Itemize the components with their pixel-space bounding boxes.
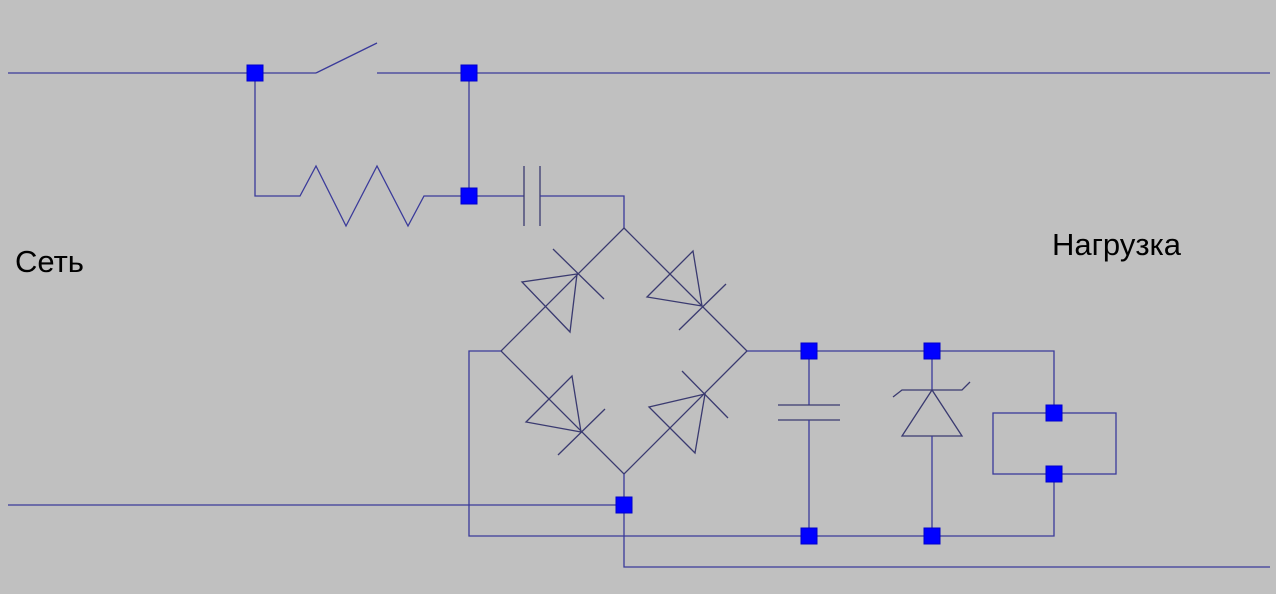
diode-cathode [552, 248, 605, 300]
wire [623, 474, 1270, 568]
diode-icon [524, 374, 582, 433]
wire [540, 195, 625, 228]
junction [615, 496, 633, 514]
diode-icon [647, 393, 706, 455]
diode-bridge [500, 227, 748, 475]
load [992, 412, 1117, 475]
wire [468, 350, 1055, 537]
diode-cathode [678, 283, 727, 331]
junction [923, 527, 941, 545]
diode-icon [645, 249, 703, 307]
junction [800, 527, 818, 545]
junction [460, 187, 478, 205]
diode-cathode [557, 408, 606, 456]
junctions [246, 64, 1063, 545]
diode-icon [520, 273, 578, 334]
load-label: Нагрузка [1052, 227, 1182, 262]
zener-diode-icon [900, 388, 964, 437]
junction [800, 342, 818, 360]
mains-label: Сеть [15, 244, 84, 279]
switch-contact [315, 42, 378, 74]
diode-cathode [681, 370, 729, 419]
junction [923, 342, 941, 360]
junction [1045, 465, 1063, 483]
wire [747, 350, 1055, 413]
junction [460, 64, 478, 82]
resistor [254, 73, 469, 228]
junction [246, 64, 264, 82]
junction [1045, 404, 1063, 422]
